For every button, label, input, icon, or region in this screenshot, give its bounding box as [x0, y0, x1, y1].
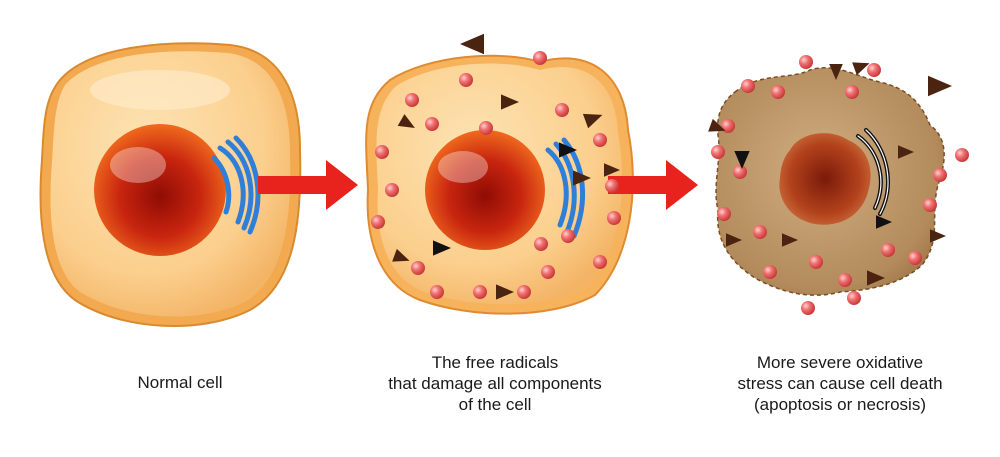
free-radical-dot	[533, 51, 547, 65]
free-radical-dot	[721, 119, 735, 133]
free-radical-dot	[717, 207, 731, 221]
free-radical-dot	[371, 215, 385, 229]
caption-radicals-line-3: of the cell	[458, 395, 532, 414]
free-radical-dot	[607, 211, 621, 225]
progression-arrow-1	[258, 160, 358, 210]
oxidant-triangle	[782, 233, 798, 247]
dying-golgi-apparatus	[856, 128, 890, 216]
normal-golgi-apparatus	[211, 135, 261, 235]
free-radical-dot	[881, 243, 895, 257]
oxidant-triangle	[559, 142, 577, 158]
oxidant-triangle	[898, 145, 914, 159]
oxidant-triangle	[726, 233, 742, 247]
damaged-nucleus-shine	[438, 151, 488, 183]
free-radical-dot	[847, 291, 861, 305]
free-radical-dot	[534, 237, 548, 251]
oxidant-triangle	[582, 113, 603, 129]
oxidant-triangle	[708, 118, 726, 132]
free-radical-dot	[459, 73, 473, 87]
free-radical-dot	[923, 198, 937, 212]
free-radical-dot	[473, 285, 487, 299]
oxidant-triangle	[501, 94, 519, 110]
normal-cell-nucleus	[94, 124, 226, 256]
oxidant-triangle	[433, 240, 451, 256]
caption-free-radicals: The free radicals that damage all compon…	[330, 352, 660, 415]
caption-normal-line-1: Normal cell	[137, 373, 223, 392]
free-radical-dot	[933, 168, 947, 182]
free-radical-dot	[411, 261, 425, 275]
free-radical-dot	[555, 103, 569, 117]
caption-radicals-line-1: The free radicals	[431, 353, 559, 372]
free-radical-dot	[867, 63, 881, 77]
free-radical-dot	[799, 55, 813, 69]
free-radical-dot	[801, 301, 815, 315]
free-radical-dot	[711, 145, 725, 159]
caption-stress-line-2: stress can cause cell death	[737, 374, 943, 393]
normal-nucleus-shine	[110, 147, 166, 183]
oxidant-triangle	[397, 114, 415, 128]
oxidant-triangles	[392, 33, 952, 300]
oxidant-triangle	[496, 284, 514, 300]
free-radicals	[371, 51, 969, 315]
oxidant-triangle	[852, 62, 870, 76]
free-radical-dot	[425, 117, 439, 131]
free-radical-dot	[593, 255, 607, 269]
free-radical-dot	[771, 85, 785, 99]
free-radical-dot	[845, 85, 859, 99]
caption-radicals-line-2: that damage all components	[388, 374, 602, 393]
normal-cell	[39, 42, 302, 328]
free-radical-dot	[908, 251, 922, 265]
damaged-cell-nucleus	[425, 130, 545, 250]
caption-normal-cell: Normal cell	[80, 372, 280, 393]
normal-cell-highlight	[90, 70, 230, 110]
free-radical-dot	[733, 165, 747, 179]
progression-arrow-2	[608, 160, 698, 210]
oxidant-triangle	[867, 270, 885, 286]
free-radical-dot	[955, 148, 969, 162]
free-radical-dot	[375, 145, 389, 159]
oxidant-triangle	[928, 75, 952, 97]
oxidant-triangle	[930, 229, 946, 243]
free-radical-dot	[561, 229, 575, 243]
oxidant-triangle	[392, 248, 410, 262]
free-radical-dot	[838, 273, 852, 287]
damaged-cell	[365, 54, 634, 315]
free-radical-dot	[517, 285, 531, 299]
dying-cell	[715, 67, 945, 296]
oxidant-triangle	[573, 170, 591, 186]
free-radical-dot	[741, 79, 755, 93]
free-radical-dot	[385, 183, 399, 197]
free-radical-dot	[605, 179, 619, 193]
caption-oxidative-stress: More severe oxidative stress can cause c…	[690, 352, 990, 415]
oxidant-triangle	[460, 33, 484, 55]
free-radical-dot	[541, 265, 555, 279]
oxidant-triangle	[604, 163, 620, 177]
oxidant-triangle	[876, 215, 892, 229]
oxidant-triangle	[829, 64, 843, 80]
dying-cell-nucleus	[779, 133, 871, 225]
free-radical-dot	[763, 265, 777, 279]
caption-stress-line-1: More severe oxidative	[756, 353, 924, 372]
free-radical-dot	[593, 133, 607, 147]
oxidant-triangle	[734, 151, 750, 169]
free-radical-dot	[479, 121, 493, 135]
free-radical-dot	[809, 255, 823, 269]
free-radical-dot	[405, 93, 419, 107]
free-radical-dot	[430, 285, 444, 299]
caption-stress-line-3: (apoptosis or necrosis)	[754, 395, 926, 414]
free-radical-dot	[753, 225, 767, 239]
